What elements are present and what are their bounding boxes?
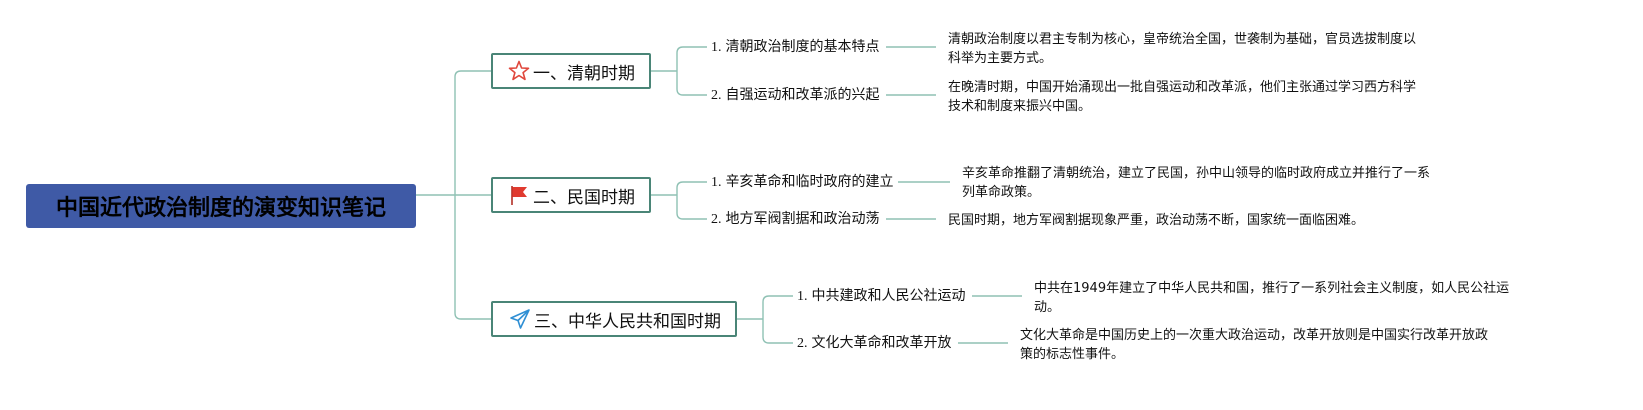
subtopic-label: 清朝政治制度的基本特点 [725, 40, 880, 55]
subtopic-prc-founding[interactable]: 1.中共建政和人民公社运动 [797, 288, 966, 306]
connector-branch-1 [454, 70, 491, 195]
subtopic-number: 2. [711, 88, 722, 103]
branch-republic-era[interactable]: 二、民国时期 [491, 177, 651, 213]
subtopic-label: 自强运动和改革派的兴起 [725, 88, 880, 103]
subtopic-label: 地方军阀割据和政治动荡 [725, 212, 880, 227]
connector-sub-b3-1 [762, 295, 793, 319]
branch-prc-era[interactable]: 三、中华人民共和国时期 [491, 301, 737, 337]
branch-label: 一、清朝时期 [533, 63, 635, 84]
subtopic-number: 1. [711, 40, 722, 55]
branch-label: 三、中华人民共和国时期 [534, 311, 721, 332]
branch-label: 二、民国时期 [533, 187, 635, 208]
connector-sub-b2-2 [676, 195, 707, 220]
connector-sub-b3-2 [762, 319, 793, 344]
detail-qing-features: 清朝政治制度以君主专制为核心，皇帝统治全国，世袭制为基础，官员选拔制度以科举为主… [948, 32, 1417, 66]
subtopic-cultural-revolution[interactable]: 2.文化大革命和改革开放 [797, 335, 952, 353]
subtopic-warlords[interactable]: 2.地方军阀割据和政治动荡 [711, 211, 880, 229]
detail-self-strengthening: 在晚清时期，中国开始涌现出一批自强运动和改革派，他们主张通过学习西方科学技术和制… [948, 80, 1417, 114]
paper-plane-icon [507, 306, 532, 332]
branch-qing-dynasty[interactable]: 一、清朝时期 [491, 53, 651, 89]
root-topic[interactable]: 中国近代政治制度的演变知识笔记 [26, 184, 416, 228]
subtopic-xinhai-revolution[interactable]: 1.辛亥革命和临时政府的建立 [711, 174, 894, 192]
subtopic-qing-features[interactable]: 1.清朝政治制度的基本特点 [711, 39, 880, 57]
star-icon [507, 58, 531, 84]
subtopic-number: 1. [711, 175, 722, 190]
connector-sub-b1-1 [676, 46, 707, 71]
connector-branch-3 [454, 195, 491, 320]
subtopic-number: 1. [797, 289, 808, 304]
connector-sub-b2-1 [676, 181, 707, 195]
detail-warlords: 民国时期，地方军阀割据现象严重，政治动荡不断，国家统一面临困难。 [948, 213, 1365, 228]
subtopic-label: 辛亥革命和临时政府的建立 [725, 175, 894, 190]
detail-prc-founding: 中共在1949年建立了中华人民共和国，推行了一系列社会主义制度，如人民公社运动。 [1034, 281, 1510, 315]
subtopic-number: 2. [797, 336, 808, 351]
root-topic-label: 中国近代政治制度的演变知识笔记 [55, 196, 386, 221]
detail-xinhai-revolution: 辛亥革命推翻了清朝统治，建立了民国，孙中山领导的临时政府成立并推行了一系列革命政… [962, 166, 1431, 200]
subtopic-label: 中共建政和人民公社运动 [811, 289, 966, 304]
subtopic-number: 2. [711, 212, 722, 227]
subtopic-label: 文化大革命和改革开放 [811, 336, 952, 351]
subtopic-self-strengthening[interactable]: 2.自强运动和改革派的兴起 [711, 87, 880, 105]
connector-sub-b1-2 [676, 71, 707, 96]
flag-icon [507, 182, 531, 208]
detail-cultural-revolution: 文化大革命是中国历史上的一次重大政治运动，改革开放则是中国实行改革开放政策的标志… [1020, 328, 1489, 362]
